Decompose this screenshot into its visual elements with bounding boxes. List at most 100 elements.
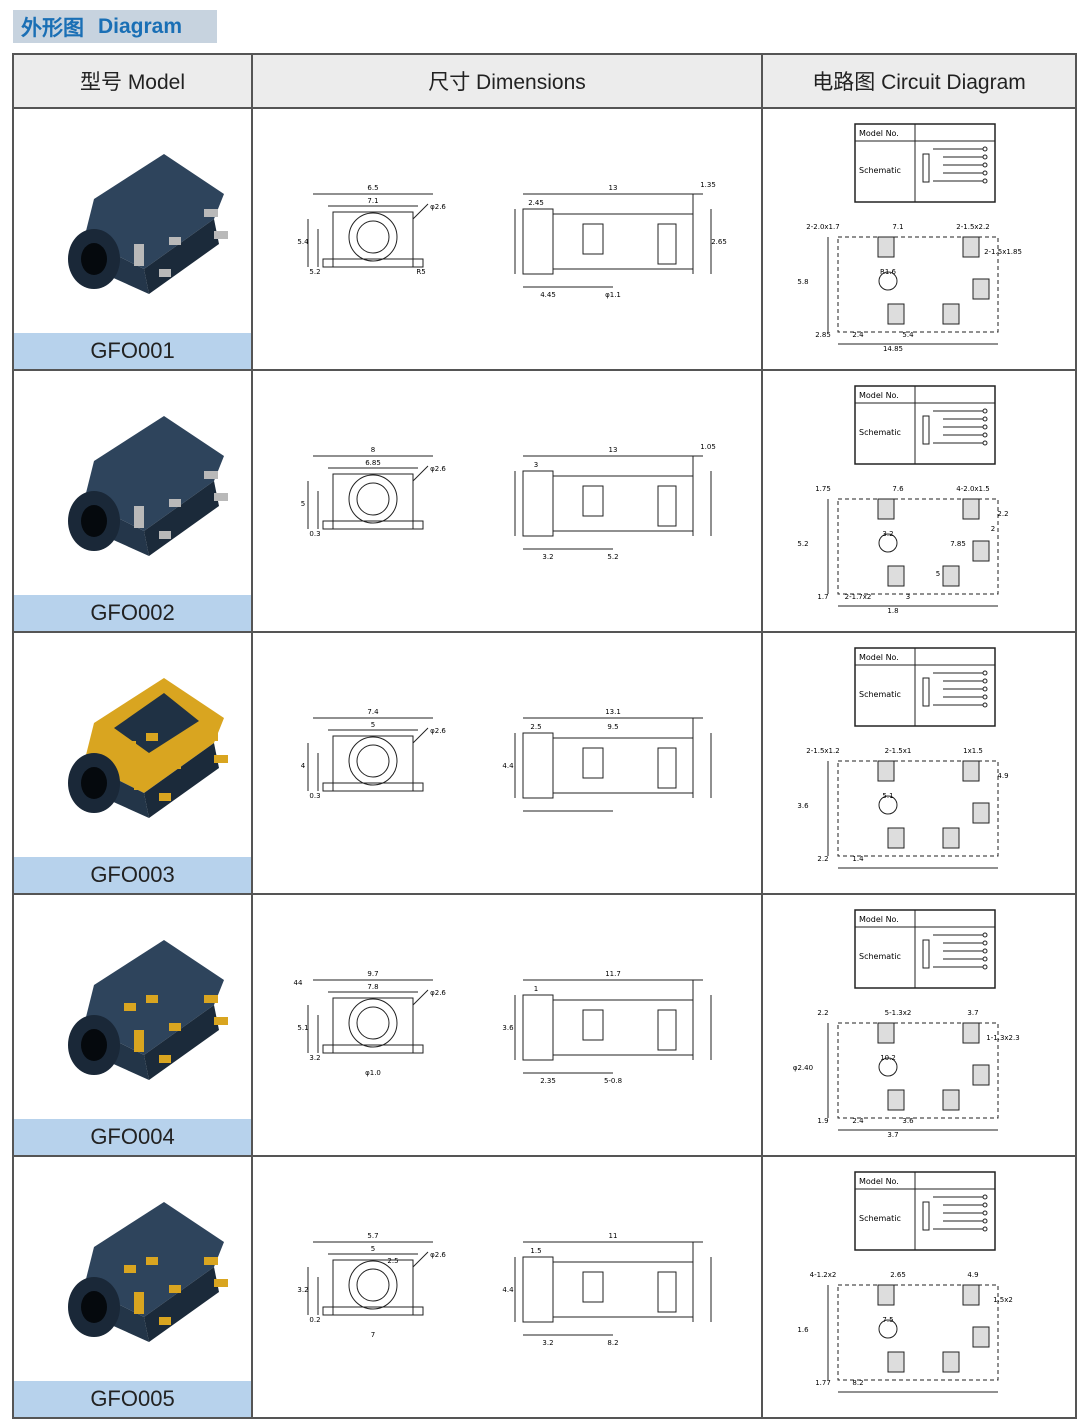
circuit-label: 5.1 <box>882 792 893 800</box>
jack-body-icon <box>68 1202 228 1342</box>
dim-front-top: 6.5 <box>367 184 378 192</box>
circuit-label: 2-1.5x1 <box>885 747 912 755</box>
circuit-label: 5 <box>936 570 940 578</box>
dimensions-cell: 9.7 7.8 5.1 3.2 φ2.6 44 φ1.0 11.7 1 3.6 … <box>251 893 763 1157</box>
dim-side-bottom-b: φ1.1 <box>605 291 621 299</box>
table-row: GFO002 8 <box>12 369 1077 633</box>
circuit-label: 3.6 <box>797 802 809 810</box>
schematic-model-no: Model No. <box>859 1177 899 1186</box>
circuit-label: 1-1.3x2.3 <box>986 1034 1019 1042</box>
dim-side-end: 1.05 <box>700 443 716 451</box>
circuit-label: 3 <box>906 593 910 601</box>
circuit-label: 2.65 <box>890 1271 906 1279</box>
circuit-label: 2-1.7x2 <box>845 593 872 601</box>
dimension-drawing: 9.7 7.8 5.1 3.2 φ2.6 44 φ1.0 11.7 1 3.6 … <box>294 970 712 1085</box>
side-view-labels: 11.7 1 3.6 2.35 5-0.8 <box>502 970 622 1085</box>
dim-side-step: 1.5 <box>530 1247 541 1255</box>
model-cell: GFO003 <box>12 631 253 895</box>
table-row: GFO003 7.4 <box>12 631 1077 895</box>
dim-side-step: 3 <box>534 461 538 469</box>
dim-front-height-a: 5 <box>301 500 305 508</box>
schematic-model-no: Model No. <box>859 653 899 662</box>
circuit-label: 2.85 <box>815 331 831 339</box>
dim-side-length: 13 <box>609 184 618 192</box>
circuit-label: R1.6 <box>880 268 897 276</box>
model-cell: GFO005 <box>12 1155 253 1419</box>
circuit-label: 1.77 <box>815 1379 831 1387</box>
dim-side-bottom-a: 2.35 <box>540 1077 556 1085</box>
model-name: GFO001 <box>14 333 251 369</box>
section-tag-en: Diagram <box>98 14 183 38</box>
dimensions-cell: 6.5 7.1 5.4 5.2 φ2.6 R5 13 1.35 2.45 4.4… <box>251 107 763 371</box>
circuit-label: 1.4 <box>852 855 864 863</box>
dim-side-end: 1.35 <box>700 181 716 189</box>
schematic-box: Model No. Schematic <box>854 1171 996 1251</box>
circuit-label: 3.6 <box>902 1117 914 1125</box>
dim-front-inner2: 2.5 <box>387 1257 398 1265</box>
circuit-label: 10.2 <box>880 1054 896 1062</box>
circuit-label: 3.7 <box>887 1131 898 1139</box>
circuit-label: 2.2 <box>817 855 828 863</box>
footprint <box>827 1284 999 1393</box>
schematic-box: Model No. Schematic <box>854 123 996 203</box>
schematic-model-no: Model No. <box>859 391 899 400</box>
circuit-label: 4.9 <box>997 772 1008 780</box>
dim-front-hole: φ2.6 <box>430 989 446 997</box>
circuit-label: 2.4 <box>852 331 864 339</box>
dim-front-height-b: 3.2 <box>309 1054 320 1062</box>
dim-front-left: 44 <box>294 979 303 987</box>
circuit-label: 2-1.5x2.2 <box>956 223 989 231</box>
circuit-label: 14.85 <box>883 345 903 353</box>
dim-side-bottom-a: 3.2 <box>542 1339 553 1347</box>
dim-front-hole: φ2.6 <box>430 1251 446 1259</box>
dim-side-bottom-b: 5-0.8 <box>604 1077 622 1085</box>
circuit-label: 1.5x2 <box>993 1296 1013 1304</box>
table-row: GFO001 6.5 <box>12 107 1077 371</box>
dim-front-hole: φ2.6 <box>430 203 446 211</box>
model-cell: GFO002 <box>12 369 253 633</box>
dim-front-top: 7.4 <box>367 708 379 716</box>
dim-front-height-a: 5.1 <box>297 1024 308 1032</box>
circuit-label: 5.8 <box>797 278 808 286</box>
schematic-title: Schematic <box>859 166 901 175</box>
circuit-label: 2.2 <box>997 510 1008 518</box>
schematic-model-no: Model No. <box>859 915 899 924</box>
dim-front-top: 9.7 <box>367 970 378 978</box>
column-header-circuit: 电路图 Circuit Diagram <box>761 53 1077 109</box>
front-view-labels: 7.4 5 4 0.3 φ2.6 <box>301 708 447 800</box>
section-tag-cn: 外形图 <box>21 16 84 40</box>
dimensions-cell: 8 6.85 5 0.3 φ2.6 13 1.05 3 3.2 5.2 <box>251 369 763 633</box>
circuit-label: 7.85 <box>950 540 966 548</box>
schematic-title: Schematic <box>859 428 901 437</box>
circuit-label: 5-1.3x2 <box>885 1009 912 1017</box>
dim-side-length: 11.7 <box>605 970 621 978</box>
circuit-label: 5.4 <box>902 331 914 339</box>
circuit-label: 3.2 <box>882 530 893 538</box>
footprint <box>827 498 999 607</box>
jack-photo <box>68 678 228 818</box>
dimension-drawing: 8 6.85 5 0.3 φ2.6 13 1.05 3 3.2 5.2 <box>301 443 716 561</box>
circuit-label: 8.2 <box>852 1379 863 1387</box>
dimensions-cell: 5.7 5 3.2 0.2 φ2.6 7 2.5 11 1.5 4.4 3.2 … <box>251 1155 763 1419</box>
table-row: GFO004 9.7 <box>12 893 1077 1157</box>
dim-side-step: 2.5 <box>530 723 541 731</box>
side-view-labels: 13 1.35 2.45 4.45 φ1.1 2.65 <box>528 181 727 299</box>
circuit-label: 7.5 <box>882 1316 893 1324</box>
dim-front-inner: 6.85 <box>365 459 381 467</box>
circuit-label: 1.9 <box>817 1117 828 1125</box>
dim-side-step: 2.45 <box>528 199 544 207</box>
schematic-title: Schematic <box>859 1214 901 1223</box>
circuit-label: 7.6 <box>892 485 904 493</box>
side-view-labels: 13 1.05 3 3.2 5.2 <box>534 443 716 561</box>
dim-front-bottom: 7 <box>371 1331 375 1339</box>
model-name: GFO003 <box>14 857 251 893</box>
spec-table: 型号 Model 尺寸 Dimensions 电路图 Circuit Diagr… <box>12 53 1077 1419</box>
